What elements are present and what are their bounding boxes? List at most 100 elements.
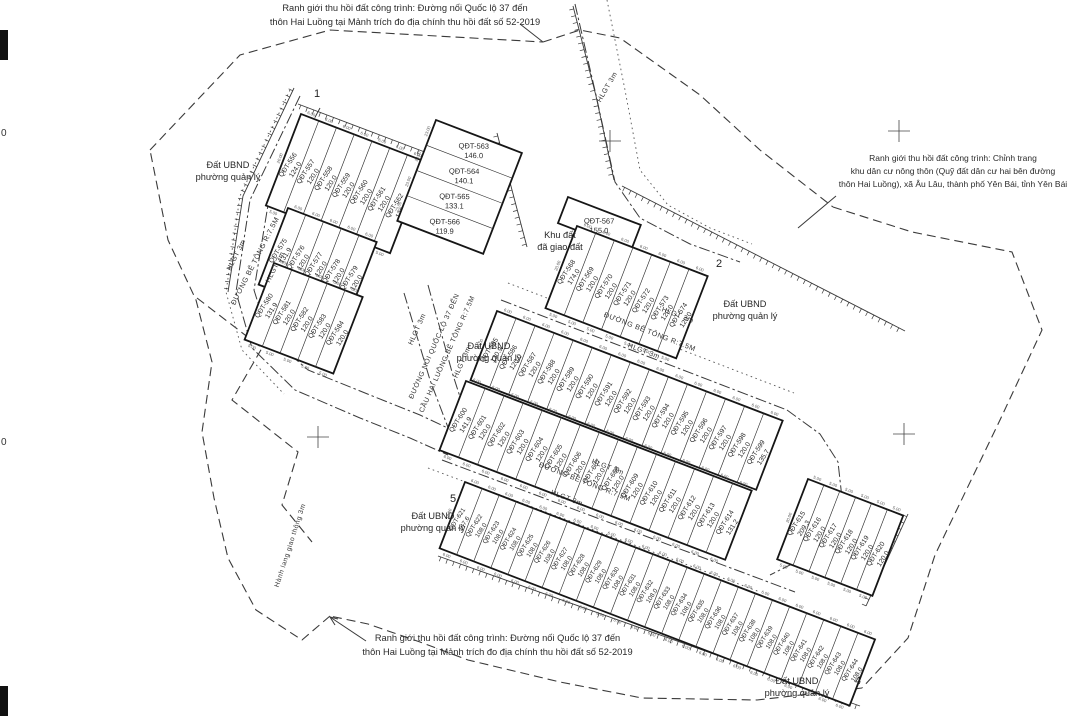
plot-divider (667, 468, 695, 538)
dimension-label: 6.00 (671, 541, 681, 549)
dimension-label: 5.00 (827, 581, 837, 589)
plot-divider (584, 354, 612, 425)
plot-divider (496, 402, 524, 473)
block-outline (469, 309, 784, 491)
dimension-label: 6.00 (695, 265, 705, 273)
hatch-tick (630, 624, 633, 630)
hatch-tick (357, 127, 361, 132)
plot-divider (629, 453, 657, 524)
dimension-label: 5.00 (842, 587, 852, 595)
hatch-tick (518, 585, 521, 590)
dimension-label: 6.00 (663, 450, 673, 458)
dimension-label: 6.00 (522, 314, 532, 322)
hatch-tick (577, 606, 580, 611)
dimension-label: 23.00 (414, 150, 423, 162)
area-label: Đất UBND (207, 160, 250, 170)
block-number: 4 (855, 675, 861, 687)
hatch-tick (740, 247, 744, 253)
plot-divider (527, 332, 555, 403)
hatch-tick (595, 112, 600, 114)
hatch-tick (246, 177, 252, 180)
hatch-tick (617, 620, 620, 625)
plot-block-615: QĐT-615209.35.005.00QĐT-616120.05.005.00… (776, 475, 905, 601)
hatch-tick (493, 135, 498, 138)
hatch-tick (690, 222, 694, 227)
dimension-label: 6.00 (548, 406, 558, 414)
dimension-label: 6.00 (351, 286, 361, 294)
plot-divider (832, 632, 859, 700)
hatch-tick (574, 28, 580, 31)
hatch-tick (410, 147, 413, 152)
plot-divider (591, 439, 619, 509)
annotation-top-line-1: Ranh giới thu hồi đất công trình: Đường … (282, 3, 528, 13)
hatch-tick (471, 568, 475, 574)
hatch-tick (238, 197, 243, 200)
dimension-label: 6.00 (365, 231, 375, 239)
hatch-tick (258, 151, 263, 155)
hatch-tick (521, 243, 527, 246)
dimension-label: 6.00 (342, 123, 352, 131)
solid-line (797, 195, 837, 229)
dimension-label: 6.00 (470, 478, 480, 486)
hatch-tick (871, 314, 875, 320)
hatch-tick (512, 210, 518, 212)
hatch-tick (511, 203, 516, 206)
plot-divider (456, 488, 483, 555)
dimension-label: 6.00 (595, 512, 605, 520)
dash-line (542, 29, 834, 208)
plot-divider (736, 413, 764, 483)
plot-divider (705, 483, 733, 553)
plot-divider (473, 494, 500, 562)
hatch-tick (504, 580, 508, 585)
hatch-tick (226, 274, 231, 276)
plot-divider (582, 240, 615, 323)
dimension-label: 6.00 (503, 307, 513, 315)
annotation-right-line-3: thôn Hai Luồng), xã Âu Lâu, thành phố Yê… (838, 178, 1068, 189)
dimension-label: 6.00 (329, 217, 339, 225)
dimension-label: 6.00 (602, 229, 612, 237)
dimension-label: 6.00 (443, 454, 453, 462)
hatch-tick (516, 223, 522, 226)
dimension-label: 6.00 (681, 643, 691, 651)
hatch-tick (647, 199, 650, 205)
road-label: HLGT 3m (408, 313, 428, 347)
hatch-tick (610, 617, 613, 623)
hatch-tick (852, 305, 856, 310)
plot-divider (780, 613, 807, 680)
plot-divider (641, 376, 669, 446)
hatch-tick (232, 232, 238, 234)
hatch-tick (252, 164, 257, 167)
hatch-tick (581, 56, 586, 58)
road-line (441, 459, 796, 593)
dimension-label: 6.00 (395, 144, 405, 152)
dimension-label: 5.00 (795, 568, 805, 576)
plot-divider (644, 560, 671, 628)
hatch-tick (564, 601, 567, 606)
hatch-tick (709, 653, 712, 658)
hatch-tick (640, 196, 644, 202)
plot-divider (619, 254, 652, 337)
dimension-label: 6.00 (562, 597, 572, 605)
hatch-tick (877, 318, 881, 323)
hatch-tick (298, 104, 302, 110)
dimension-label: 6.00 (413, 151, 423, 159)
dimension-label: 6.00 (818, 696, 828, 704)
plot-divider (406, 195, 493, 229)
hatch-tick (676, 641, 679, 646)
dimension-label: 6.00 (690, 549, 700, 557)
dimension-label: 6.00 (607, 530, 617, 538)
hatch-tick (458, 563, 461, 569)
plot-divider (336, 141, 373, 233)
hatch-tick (267, 132, 272, 136)
plot-block-2: QĐT-568174.06.005.00QĐT-569120.06.005.00… (544, 222, 709, 363)
plot-divider (301, 127, 337, 220)
dimension-label: 6.00 (487, 484, 497, 492)
hatch-tick (603, 153, 609, 155)
dimension-label: 6.00 (641, 543, 651, 551)
dimension-label: 6.00 (795, 602, 805, 610)
plot-divider (524, 514, 551, 582)
hatch-tick (722, 657, 725, 663)
dimension-label: 6.00 (596, 611, 606, 619)
plot-divider (610, 446, 638, 516)
